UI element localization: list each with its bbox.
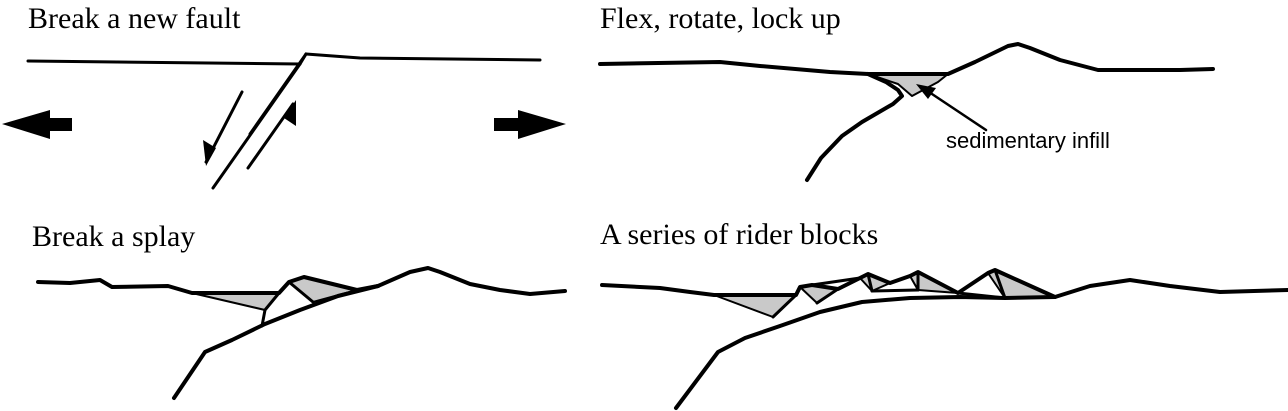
rider-block-base-3 [956,291,1007,300]
slip-arrow-down-icon [203,90,244,166]
title-break-new-fault: Break a new fault [28,2,241,35]
slip-arrow-up-icon [246,100,296,170]
title-flex-rotate-lock-up: Flex, rotate, lock up [600,2,841,35]
rider-fault-5 [993,268,1007,300]
fault-hanging-wall-side [248,52,308,136]
panel-break-new-fault [2,52,566,190]
title-series-of-rider-blocks: A series of rider blocks [600,218,879,251]
panel-flex-rotate-lock-up [598,42,1215,182]
rider-fault-1 [771,293,798,319]
ground-surface [36,266,567,296]
basal-fault-trace [674,295,1057,410]
rider-fault-2 [815,287,840,305]
rider-block-base-1 [810,276,862,287]
panel-break-a-splay [36,266,567,400]
title-break-a-splay: Break a splay [32,220,196,253]
extension-arrow-right-icon [494,110,566,139]
fault-trace [805,72,904,182]
rider-fault-3 [866,272,874,293]
panel-series-of-rider-blocks [600,268,1288,410]
ground-surface [600,268,1288,299]
surface-right [304,52,542,62]
splay-fault [260,291,281,328]
splay-fault-2 [287,280,315,304]
label-sedimentary-infill: sedimentary infill [946,128,1110,153]
extension-arrow-left-icon [2,110,72,139]
ground-surface [598,42,1215,76]
annotation-leader [924,88,988,132]
rider-block-base-2 [870,288,920,293]
fault-trace [172,284,380,400]
annotation-arrowhead-icon [916,84,936,99]
surface-left [26,59,302,66]
